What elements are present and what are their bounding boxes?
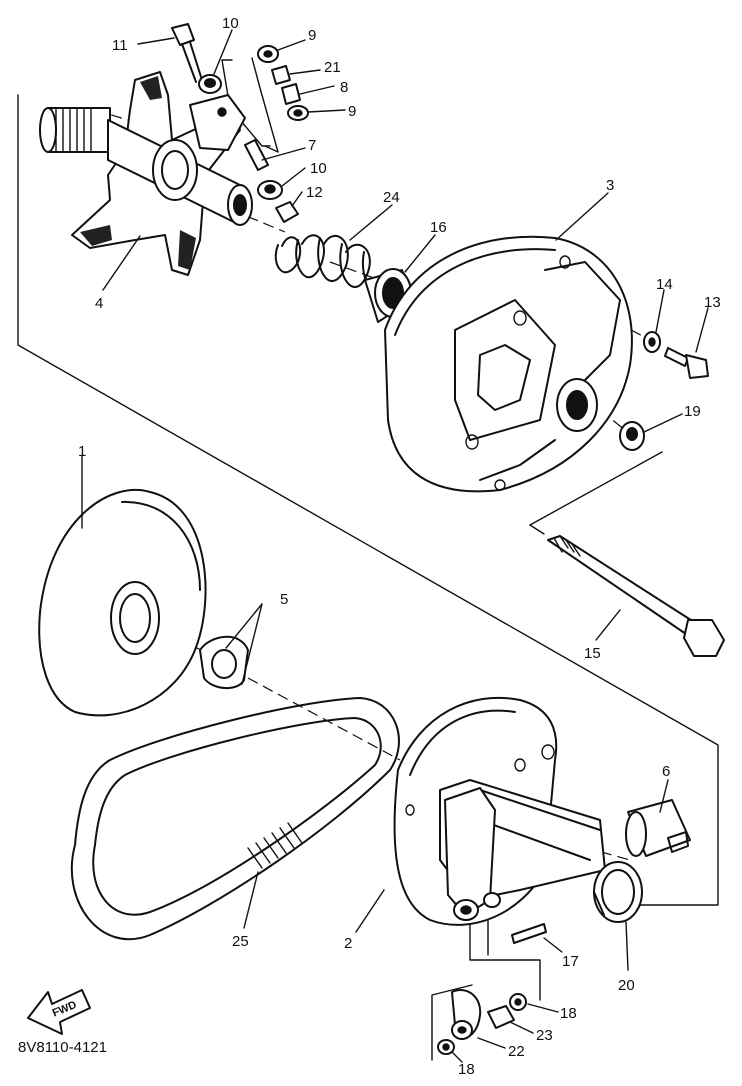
drive-belt [70,697,400,941]
secondary-sheave-assembly [393,696,606,926]
sleeve [625,799,691,857]
callout-11: 11 [112,37,128,54]
fwd-arrow-icon: FWD [27,989,91,1035]
callout-6: 6 [662,763,670,780]
callout-22: 22 [508,1043,525,1060]
callout-4: 4 [95,295,103,312]
callout-24: 24 [383,189,400,206]
callout-18-lower: 18 [458,1061,475,1078]
callout-14: 14 [656,276,673,293]
callout-16: 16 [430,219,447,236]
spring-and-bushing [274,234,413,323]
callout-20: 20 [618,977,635,994]
callout-15: 15 [584,645,601,662]
callout-10: 10 [222,15,239,32]
callout-25: 25 [232,933,249,950]
cover-hardware [619,331,709,451]
diagram-code: 8V8110-4121 [18,1039,107,1056]
callout-3: 3 [606,177,614,194]
callout-17: 17 [562,953,579,970]
weight-hardware [437,923,547,1055]
callout-18: 18 [560,1005,577,1022]
callout-23: 23 [536,1027,553,1044]
callout-1: 1 [78,443,86,460]
callout-labels: 11 10 9 21 8 9 7 10 12 24 16 3 4 14 13 1… [78,15,721,1078]
small-hardware [171,23,309,223]
ring [593,861,643,923]
callout-7: 7 [308,137,316,154]
callout-5: 5 [280,591,288,608]
callout-13: 13 [704,294,721,311]
callout-12: 12 [306,184,323,201]
slider-halves [199,635,249,689]
leader-lines [81,29,709,1063]
callout-2: 2 [344,935,352,952]
fixed-sheave-disc [38,488,207,717]
callout-8: 8 [340,79,348,96]
callout-9-lower: 9 [348,103,356,120]
callout-10-lower: 10 [310,160,327,177]
primary-shaft-assembly [39,71,253,276]
long-bolt [547,535,725,657]
primary-sheave-cover [384,235,633,493]
callout-9: 9 [308,27,316,44]
callout-21: 21 [324,59,341,76]
callout-19: 19 [684,403,701,420]
